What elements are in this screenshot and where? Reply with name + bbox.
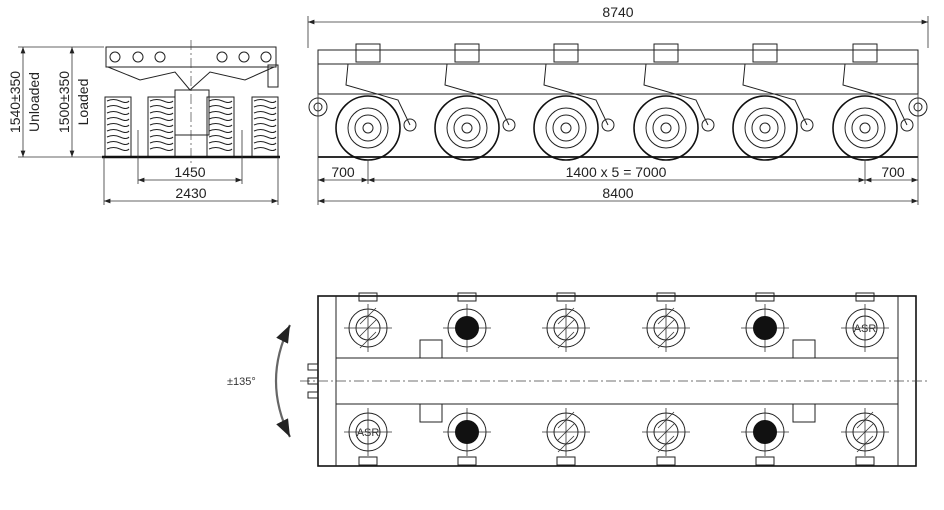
asr-label: ASR [854, 323, 877, 335]
side-view: 8740 700 1400 x 5 = 7000 700 8400 [307, 4, 929, 205]
wheel-hatched [542, 292, 590, 352]
left-overhang-value: 700 [331, 164, 355, 180]
tire [147, 96, 176, 158]
axle-wheel [633, 43, 715, 161]
pin-hole [216, 51, 228, 63]
front-view: 1540±350 Unloaded 1500±350 Loaded 1450 2… [7, 40, 280, 205]
axle-wheel [732, 43, 814, 161]
wheel-filled [741, 292, 789, 352]
axle-wheel [533, 43, 615, 161]
wheel-hatched [642, 292, 690, 352]
top-view: ASR ASR ±135° [227, 292, 930, 467]
steering-arc-arrow-icon [275, 324, 291, 438]
wheel-hatched [642, 408, 690, 466]
axle-wheel [335, 43, 417, 161]
pin-hole [109, 51, 121, 63]
asr-label: ASR [357, 427, 380, 439]
tire [206, 96, 235, 158]
pin-hole [132, 51, 144, 63]
axle-spacing-value: 1400 x 5 = 7000 [566, 164, 667, 180]
wheel-hatched [841, 408, 889, 466]
tire [251, 96, 279, 158]
unloaded-label: Unloaded [26, 72, 42, 132]
wheel-asr: ASR [841, 292, 889, 352]
axle-wheel [434, 43, 516, 161]
loaded-label: Loaded [75, 79, 91, 126]
wheel-hatched [344, 292, 392, 352]
wheel-filled [443, 408, 491, 466]
track-width-value: 1450 [174, 164, 205, 180]
tire [104, 96, 132, 158]
wheel-filled [741, 408, 789, 466]
overall-length-value: 8740 [602, 4, 633, 20]
height-loaded-value: 1500±350 [56, 71, 72, 133]
steering-angle-value: ±135° [227, 376, 256, 388]
pin-hole [260, 51, 272, 63]
wheel-hatched [542, 408, 590, 466]
wheel-asr: ASR [344, 408, 392, 466]
axle-wheel [832, 43, 914, 161]
overall-width-value: 2430 [175, 185, 206, 201]
wheel-filled [443, 292, 491, 352]
pin-hole [238, 51, 250, 63]
frame-length-value: 8400 [602, 185, 633, 201]
height-unloaded-value: 1540±350 [7, 71, 23, 133]
right-overhang-value: 700 [881, 164, 905, 180]
pin-hole [154, 51, 166, 63]
